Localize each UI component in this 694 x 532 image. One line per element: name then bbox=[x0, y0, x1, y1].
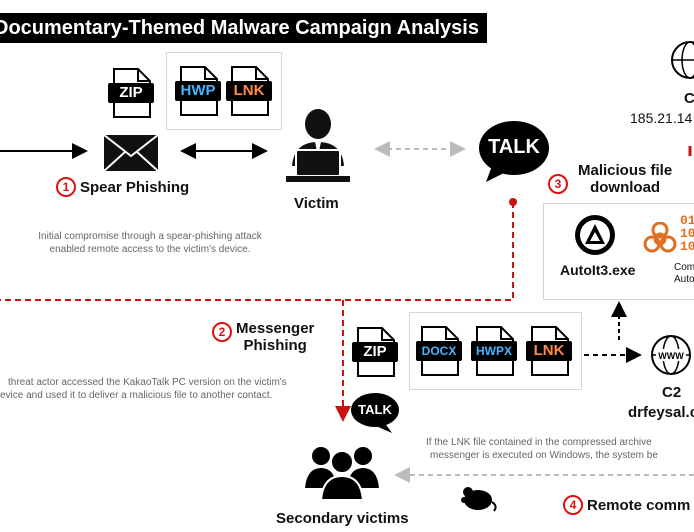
docx-file-icon: DOCX bbox=[416, 326, 462, 376]
autoit-icon bbox=[574, 214, 616, 256]
note-messenger-phishing: threat actor accessed the KakaoTalk PC v… bbox=[0, 377, 287, 401]
autoit-label: AutoIt3.exe bbox=[560, 262, 636, 278]
group-users-icon bbox=[305, 442, 379, 502]
step3-label: 3 Malicious file download bbox=[548, 162, 672, 196]
talk-bubble-icon: TALK bbox=[478, 120, 550, 184]
note-initial-compromise: Initial compromise through a spear-phish… bbox=[38, 231, 262, 255]
hwp-file-icon: HWP bbox=[175, 66, 221, 116]
lnk-file-icon: LNK bbox=[226, 66, 272, 116]
binary-text: 01 10 10 bbox=[680, 213, 694, 254]
globe-icon-2: WWW bbox=[650, 334, 692, 376]
c2-bottom-domain: drfeysal.c bbox=[628, 404, 694, 421]
red-dashed-path bbox=[0, 202, 514, 301]
secondary-victims-label: Secondary victims bbox=[276, 510, 409, 527]
svg-text:WWW: WWW bbox=[658, 351, 684, 361]
hwpx-file-icon: HWPX bbox=[471, 326, 517, 376]
lnk-file-icon-2: LNK bbox=[526, 326, 572, 376]
globe-icon bbox=[670, 40, 694, 80]
zip-file-icon-2: ZIP bbox=[352, 327, 398, 377]
victim-label: Victim bbox=[294, 195, 339, 212]
biohazard-icon bbox=[643, 221, 677, 256]
c2-top-ip: 185.21.14 bbox=[630, 110, 693, 126]
c2-bottom-label: C2 bbox=[662, 384, 682, 401]
mouse-icon bbox=[456, 486, 498, 512]
step2-label: 2 Messenger Phishing bbox=[212, 320, 314, 354]
note-lnk-execution: If the LNK file contained in the compres… bbox=[426, 437, 658, 461]
zip-file-icon: ZIP bbox=[108, 68, 154, 118]
page-title: Documentary-Themed Malware Campaign Anal… bbox=[0, 13, 487, 43]
compiled-label: Com AutoI bbox=[674, 262, 694, 285]
c2-top-label: C bbox=[684, 90, 694, 107]
talk-bubble-icon-2: TALK bbox=[350, 392, 400, 434]
envelope-icon bbox=[103, 134, 159, 172]
victim-user-icon bbox=[286, 106, 350, 186]
